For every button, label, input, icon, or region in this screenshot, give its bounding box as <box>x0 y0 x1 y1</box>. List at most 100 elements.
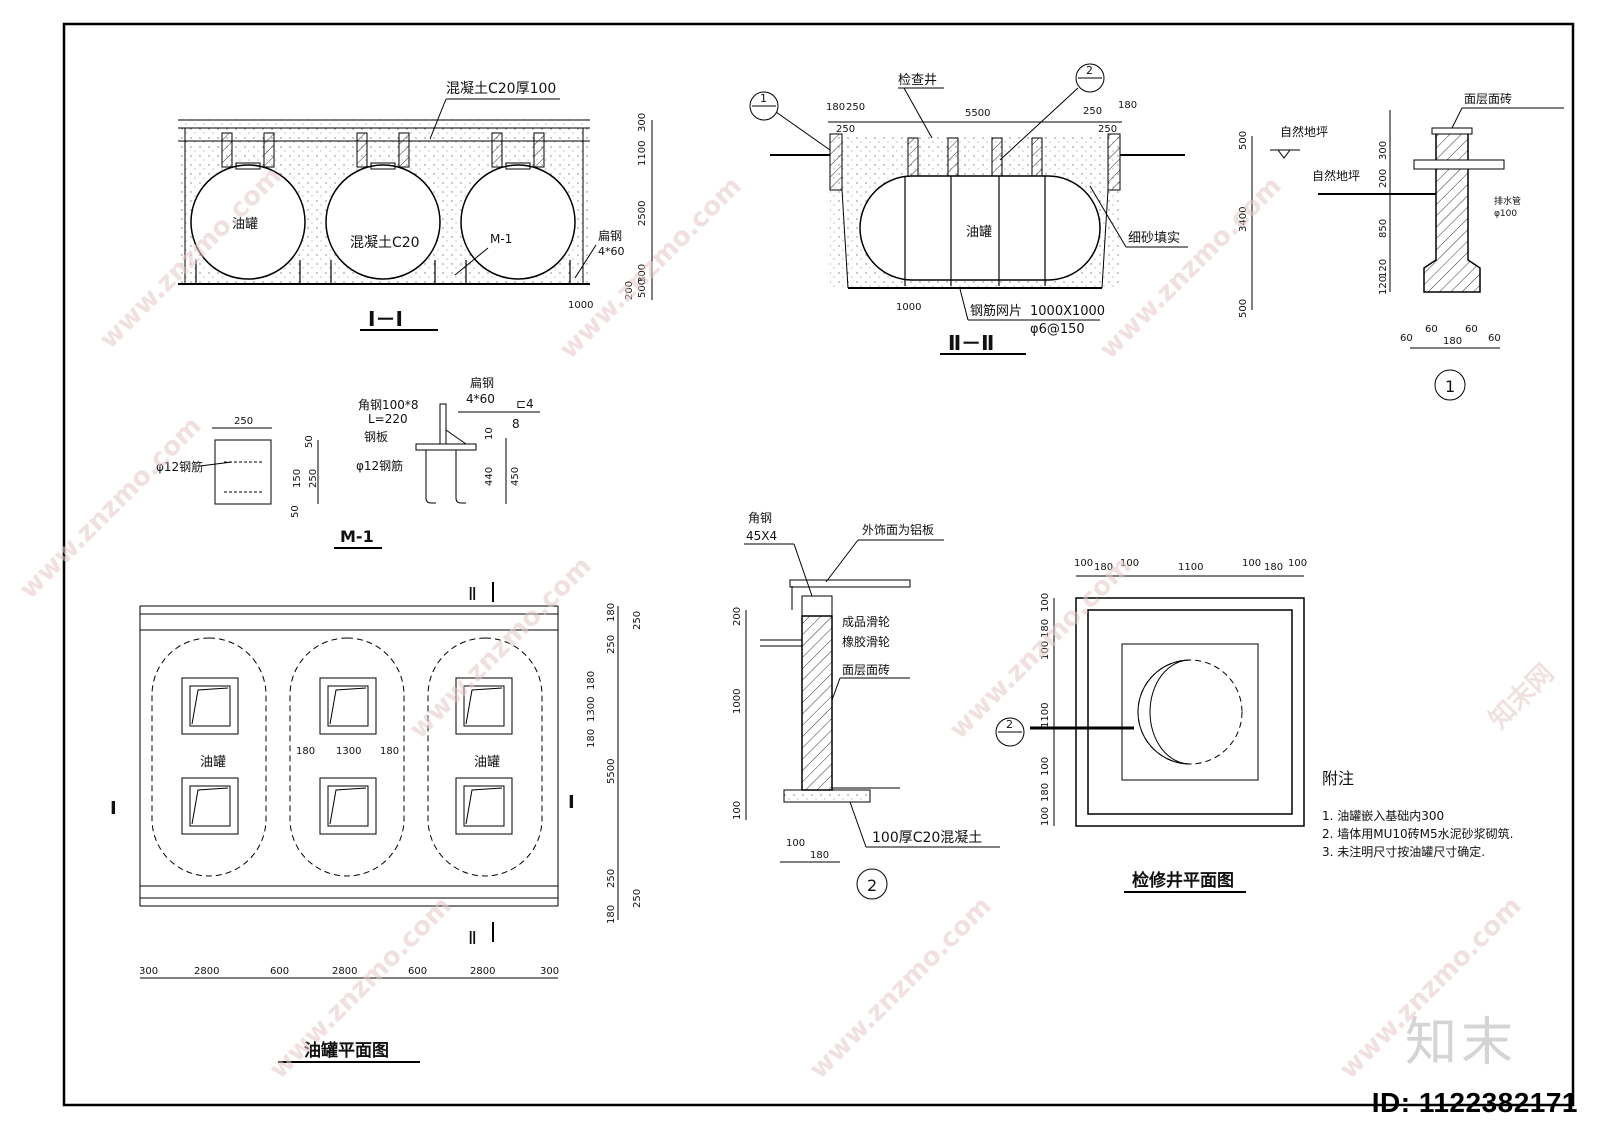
svg-text:200: 200 <box>732 607 743 626</box>
note-item: 2. 墙体用MU10砖M5水泥砂浆砌筑. <box>1322 826 1513 841</box>
detail2-dims: 200 1000 100 100 180 <box>732 607 829 861</box>
notes-heading: 附注 <box>1322 769 1354 788</box>
tank-circle <box>325 164 441 280</box>
rebar-label: φ12钢筋 <box>156 459 203 474</box>
well-dims-top: 100 180 100 1100 100 180 100 <box>1074 558 1307 573</box>
svg-text:2: 2 <box>867 876 877 895</box>
svg-text:180: 180 <box>1264 562 1283 573</box>
svg-text:100: 100 <box>1040 593 1051 612</box>
svg-text:3400: 3400 <box>1238 207 1249 232</box>
concrete-top-label: 混凝土C20厚100 <box>446 81 556 97</box>
well-plan: 2 100 180 100 1100 100 180 100 100 180 1… <box>995 558 1307 893</box>
svg-text:60: 60 <box>1465 324 1478 335</box>
svg-text:100: 100 <box>786 838 805 849</box>
tank-body <box>859 175 1101 281</box>
svg-text:2800: 2800 <box>332 966 357 977</box>
fill-label: 混凝土C20 <box>350 235 420 251</box>
svg-text:10: 10 <box>484 427 495 440</box>
svg-text:120: 120 <box>1378 276 1389 295</box>
angle-label-2: 角钢 <box>748 511 772 525</box>
svg-text:180: 180 <box>586 671 597 690</box>
svg-text:1300: 1300 <box>586 697 597 722</box>
section2-dims: 180 250 5500 250 180 250 250 1000 <box>826 100 1137 313</box>
pulley-2-label: 橡胶滑轮 <box>842 634 890 649</box>
plan-dims: 300 2800 600 2800 600 2800 300 180 250 2… <box>139 603 643 977</box>
svg-text:250: 250 <box>606 869 617 888</box>
svg-text:250: 250 <box>1083 106 1102 117</box>
tank-label-2: 油罐 <box>966 225 992 240</box>
plan-cut-1-right: Ⅰ <box>568 792 575 813</box>
svg-text:300: 300 <box>637 264 648 283</box>
m1-plate <box>214 439 272 505</box>
svg-text:600: 600 <box>408 966 427 977</box>
svg-text:100: 100 <box>1288 558 1307 569</box>
svg-text:500: 500 <box>1238 299 1249 318</box>
wall-section <box>1423 131 1481 293</box>
tank-outline <box>151 637 267 877</box>
tank-label: 油罐 <box>232 217 258 232</box>
svg-text:60: 60 <box>1488 333 1501 344</box>
brand-logo: 知末 <box>1405 1013 1518 1073</box>
svg-text:180: 180 <box>296 746 315 757</box>
m1-tag: M-1 <box>490 232 512 246</box>
svg-text:www.znzmo.com: www.znzmo.com <box>404 551 598 745</box>
svg-text:100: 100 <box>1074 558 1093 569</box>
svg-text:200: 200 <box>624 281 635 300</box>
svg-text:100: 100 <box>732 801 743 820</box>
svg-text:250: 250 <box>632 611 643 630</box>
section1-dims: 300 1100 2500 300 200 500 1000 <box>568 113 648 311</box>
svg-text:1000: 1000 <box>568 300 593 311</box>
svg-text:1100: 1100 <box>1040 703 1051 728</box>
plan-cut-1-left: Ⅰ <box>110 798 117 819</box>
m1-title: M-1 <box>340 527 374 546</box>
section1-title: Ⅰ－Ⅰ <box>368 307 403 331</box>
angle-label: 角钢100*8 <box>358 398 419 412</box>
flat-steel-label: 扁钢 <box>598 229 622 243</box>
plan-cut-2-top: Ⅱ <box>468 584 477 605</box>
tank-outline <box>289 637 405 877</box>
svg-text:2: 2 <box>1086 64 1093 77</box>
wall-hatch <box>801 615 833 791</box>
svg-text:1: 1 <box>760 92 767 105</box>
plan-tank-label-1: 油罐 <box>200 755 226 770</box>
pulley-1-label: 成品滑轮 <box>842 615 890 629</box>
ground-label-2: 自然地坪 <box>1312 168 1360 183</box>
svg-text:250: 250 <box>1098 124 1117 135</box>
svg-text:250: 250 <box>846 102 865 113</box>
svg-text:www.znzmo.com: www.znzmo.com <box>1094 171 1288 365</box>
svg-text:1100: 1100 <box>1178 562 1203 573</box>
svg-text:180: 180 <box>606 603 617 622</box>
drain-size: φ100 <box>1494 209 1517 219</box>
note-item: 3. 未注明尺寸按油罐尺寸确定. <box>1322 844 1485 859</box>
base-label: 100厚C20混凝土 <box>872 830 982 846</box>
svg-text:100: 100 <box>1120 558 1139 569</box>
svg-text:180: 180 <box>380 746 399 757</box>
section2-title: Ⅱ－Ⅱ <box>948 331 994 355</box>
svg-text:300: 300 <box>139 966 158 977</box>
svg-text:50: 50 <box>304 435 315 448</box>
svg-text:1: 1 <box>1445 377 1455 396</box>
svg-text:2800: 2800 <box>194 966 219 977</box>
flat-label: 扁钢 <box>470 376 494 390</box>
svg-text:180: 180 <box>586 729 597 748</box>
svg-text:440: 440 <box>484 467 495 486</box>
tank-circle <box>460 164 576 280</box>
mesh-size: 1000X1000 <box>1030 304 1105 319</box>
rebar-label-2: φ12钢筋 <box>356 458 403 473</box>
drawing-border <box>62 22 1575 1107</box>
svg-text:2500: 2500 <box>637 201 648 226</box>
svg-text:200: 200 <box>1378 169 1389 188</box>
svg-text:100: 100 <box>1040 641 1051 660</box>
mesh-label: 钢筋网片 <box>970 303 1022 319</box>
svg-text:250: 250 <box>234 416 253 427</box>
svg-text:500: 500 <box>1238 131 1249 150</box>
svg-text:450: 450 <box>510 467 521 486</box>
svg-text:100: 100 <box>1242 558 1261 569</box>
section-1-1: 油罐 混凝土C20 混凝土C20厚100 M-1 扁钢 4*60 300 110… <box>178 81 653 331</box>
svg-text:60: 60 <box>1425 324 1438 335</box>
angle-len: L=220 <box>368 412 408 426</box>
svg-text:5500: 5500 <box>606 759 617 784</box>
svg-text:150: 150 <box>292 469 303 488</box>
detail-1: 自然地坪 自然地坪 面层面砖 排水管 φ100 500 3400 500 300… <box>1238 91 1564 401</box>
